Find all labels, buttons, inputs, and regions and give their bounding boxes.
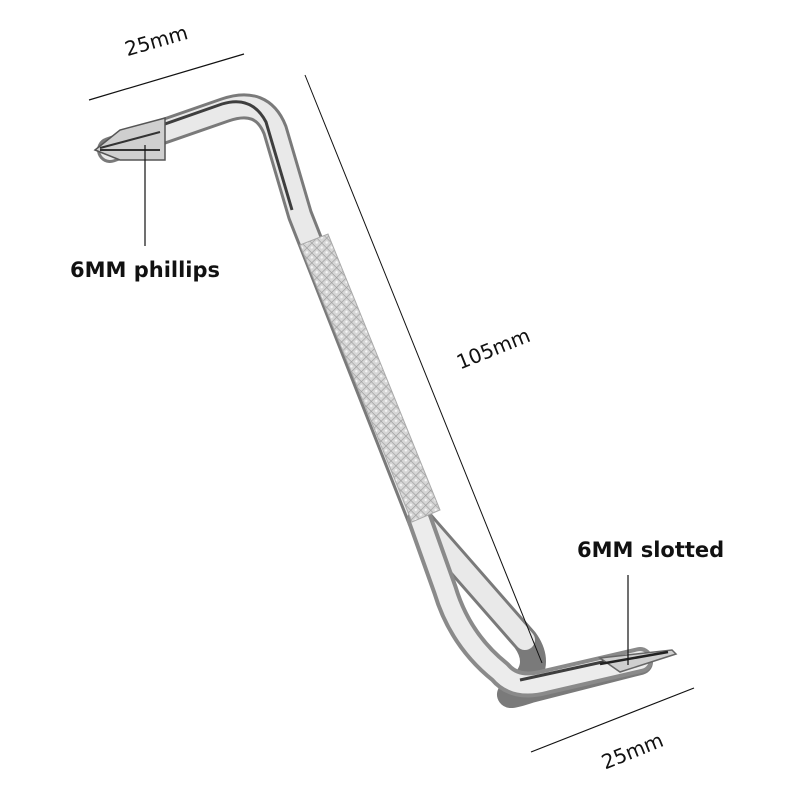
tool-body <box>97 93 653 708</box>
bottom-width-line <box>530 687 695 753</box>
knurled-grip <box>299 233 441 523</box>
length-line <box>304 74 543 664</box>
dimension-lines <box>88 53 695 753</box>
phillips-tip <box>93 117 166 161</box>
slotted-tip-label: 6MM slotted <box>577 538 725 562</box>
slotted-tip <box>597 649 678 673</box>
phillips-tip-label: 6MM phillips <box>70 258 221 282</box>
top-width-line <box>88 53 245 101</box>
